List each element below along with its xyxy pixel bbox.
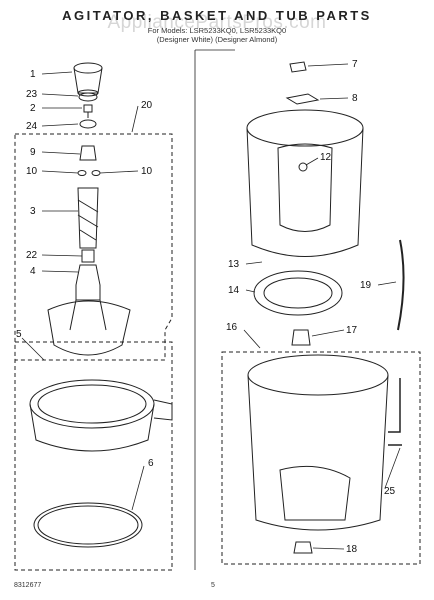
callout-20: 20 (141, 100, 153, 111)
callout-14: 14 (228, 285, 240, 296)
agitator-base-part (47, 264, 131, 356)
callout-1: 1 (30, 69, 36, 80)
tub-nut-part (293, 541, 313, 554)
callout-10-right: 10 (141, 166, 153, 177)
callout-labels: 1 23 2 24 20 9 10 10 3 22 4 5 6 7 8 12 1… (16, 59, 396, 555)
hose-part (397, 239, 405, 331)
callout-25: 25 (384, 486, 396, 497)
callout-9: 9 (30, 147, 36, 158)
document-number: 8312677 (14, 582, 42, 589)
callout-3: 3 (30, 206, 36, 217)
callout-12: 12 (320, 152, 332, 163)
hub-seal-part (253, 270, 343, 316)
basket-part (246, 109, 364, 257)
leader-lines (21, 63, 401, 550)
dog-part-right (91, 170, 101, 176)
assembly-box-16 (221, 351, 421, 565)
callout-2: 2 (30, 103, 36, 114)
callout-18: 18 (346, 544, 358, 555)
callout-16: 16 (226, 322, 238, 333)
watermark-text: AppliancePartsPros.com (107, 12, 327, 33)
page-number: 5 (211, 582, 215, 589)
diagram-title: AGITATOR, BASKET AND TUB PARTS (62, 8, 372, 23)
callout-4: 4 (30, 266, 36, 277)
callout-6: 6 (148, 458, 154, 469)
connector-line (194, 49, 235, 570)
drain-hose-part (388, 378, 402, 446)
assembly-box-5 (14, 341, 173, 571)
callout-22: 22 (26, 250, 38, 261)
hub-nut-part (291, 329, 311, 346)
drive-ring-part (29, 379, 173, 452)
bolt-part (83, 104, 93, 118)
callout-10-left: 10 (26, 166, 38, 177)
ring-part (79, 119, 97, 129)
clip-part (289, 61, 307, 73)
callout-19: 19 (360, 280, 372, 291)
dog-housing-part (79, 145, 97, 161)
seal-part (78, 92, 98, 102)
designer-colors: (Designer White) (Designer Almond) (156, 35, 278, 44)
callout-8: 8 (352, 93, 358, 104)
dog-part-left (77, 170, 87, 176)
hub-plate-part (285, 93, 320, 105)
callout-13: 13 (228, 259, 240, 270)
model-numbers: For Models: LSR5233KQ0, LSR5233KQ0 (147, 26, 287, 35)
bearing-part (81, 249, 95, 263)
callout-5: 5 (16, 329, 22, 340)
agitator-cap-part (73, 62, 103, 97)
callout-23: 23 (26, 89, 38, 100)
callout-17: 17 (346, 325, 358, 336)
auger-part (77, 187, 99, 249)
callout-7: 7 (352, 59, 358, 70)
snap-ring-part (33, 502, 143, 548)
callout-24: 24 (26, 121, 38, 132)
outer-tub-part (247, 354, 389, 531)
